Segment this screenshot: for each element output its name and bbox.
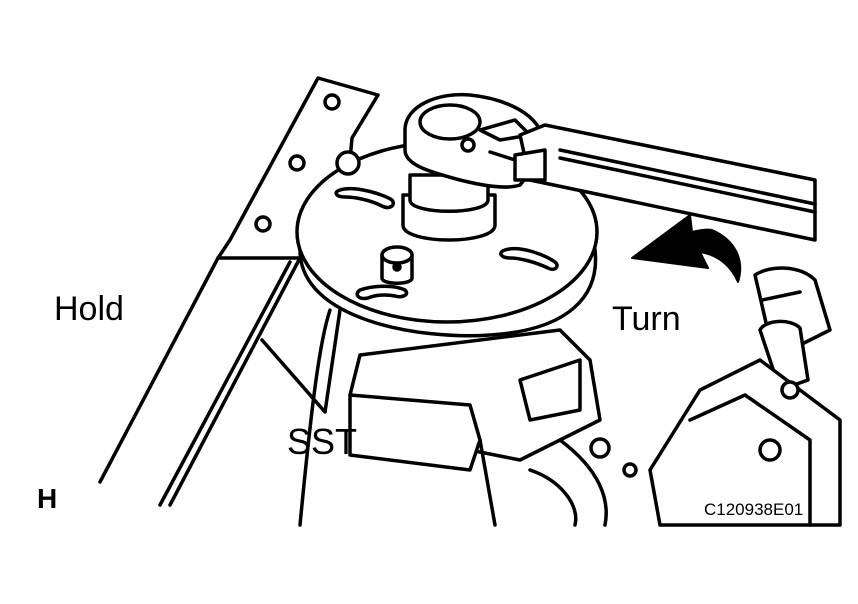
bolt <box>380 245 414 285</box>
gear-housing <box>298 308 638 527</box>
hole-icon <box>254 215 272 233</box>
hole-icon <box>288 154 306 172</box>
curved-arrow-left-icon <box>631 214 742 283</box>
hole-icon <box>323 93 341 111</box>
turn-label: Turn <box>612 300 681 338</box>
wrench-handle <box>513 123 817 242</box>
hold-label: Hold <box>54 290 124 328</box>
hold-tool <box>98 76 380 507</box>
sst-label: SST <box>287 421 358 462</box>
figure-code: C120938E01 <box>704 500 804 519</box>
wrench-head <box>403 92 542 189</box>
socket-shaft <box>401 173 497 242</box>
section-mark: H <box>37 483 58 514</box>
side-bracket <box>648 266 842 527</box>
